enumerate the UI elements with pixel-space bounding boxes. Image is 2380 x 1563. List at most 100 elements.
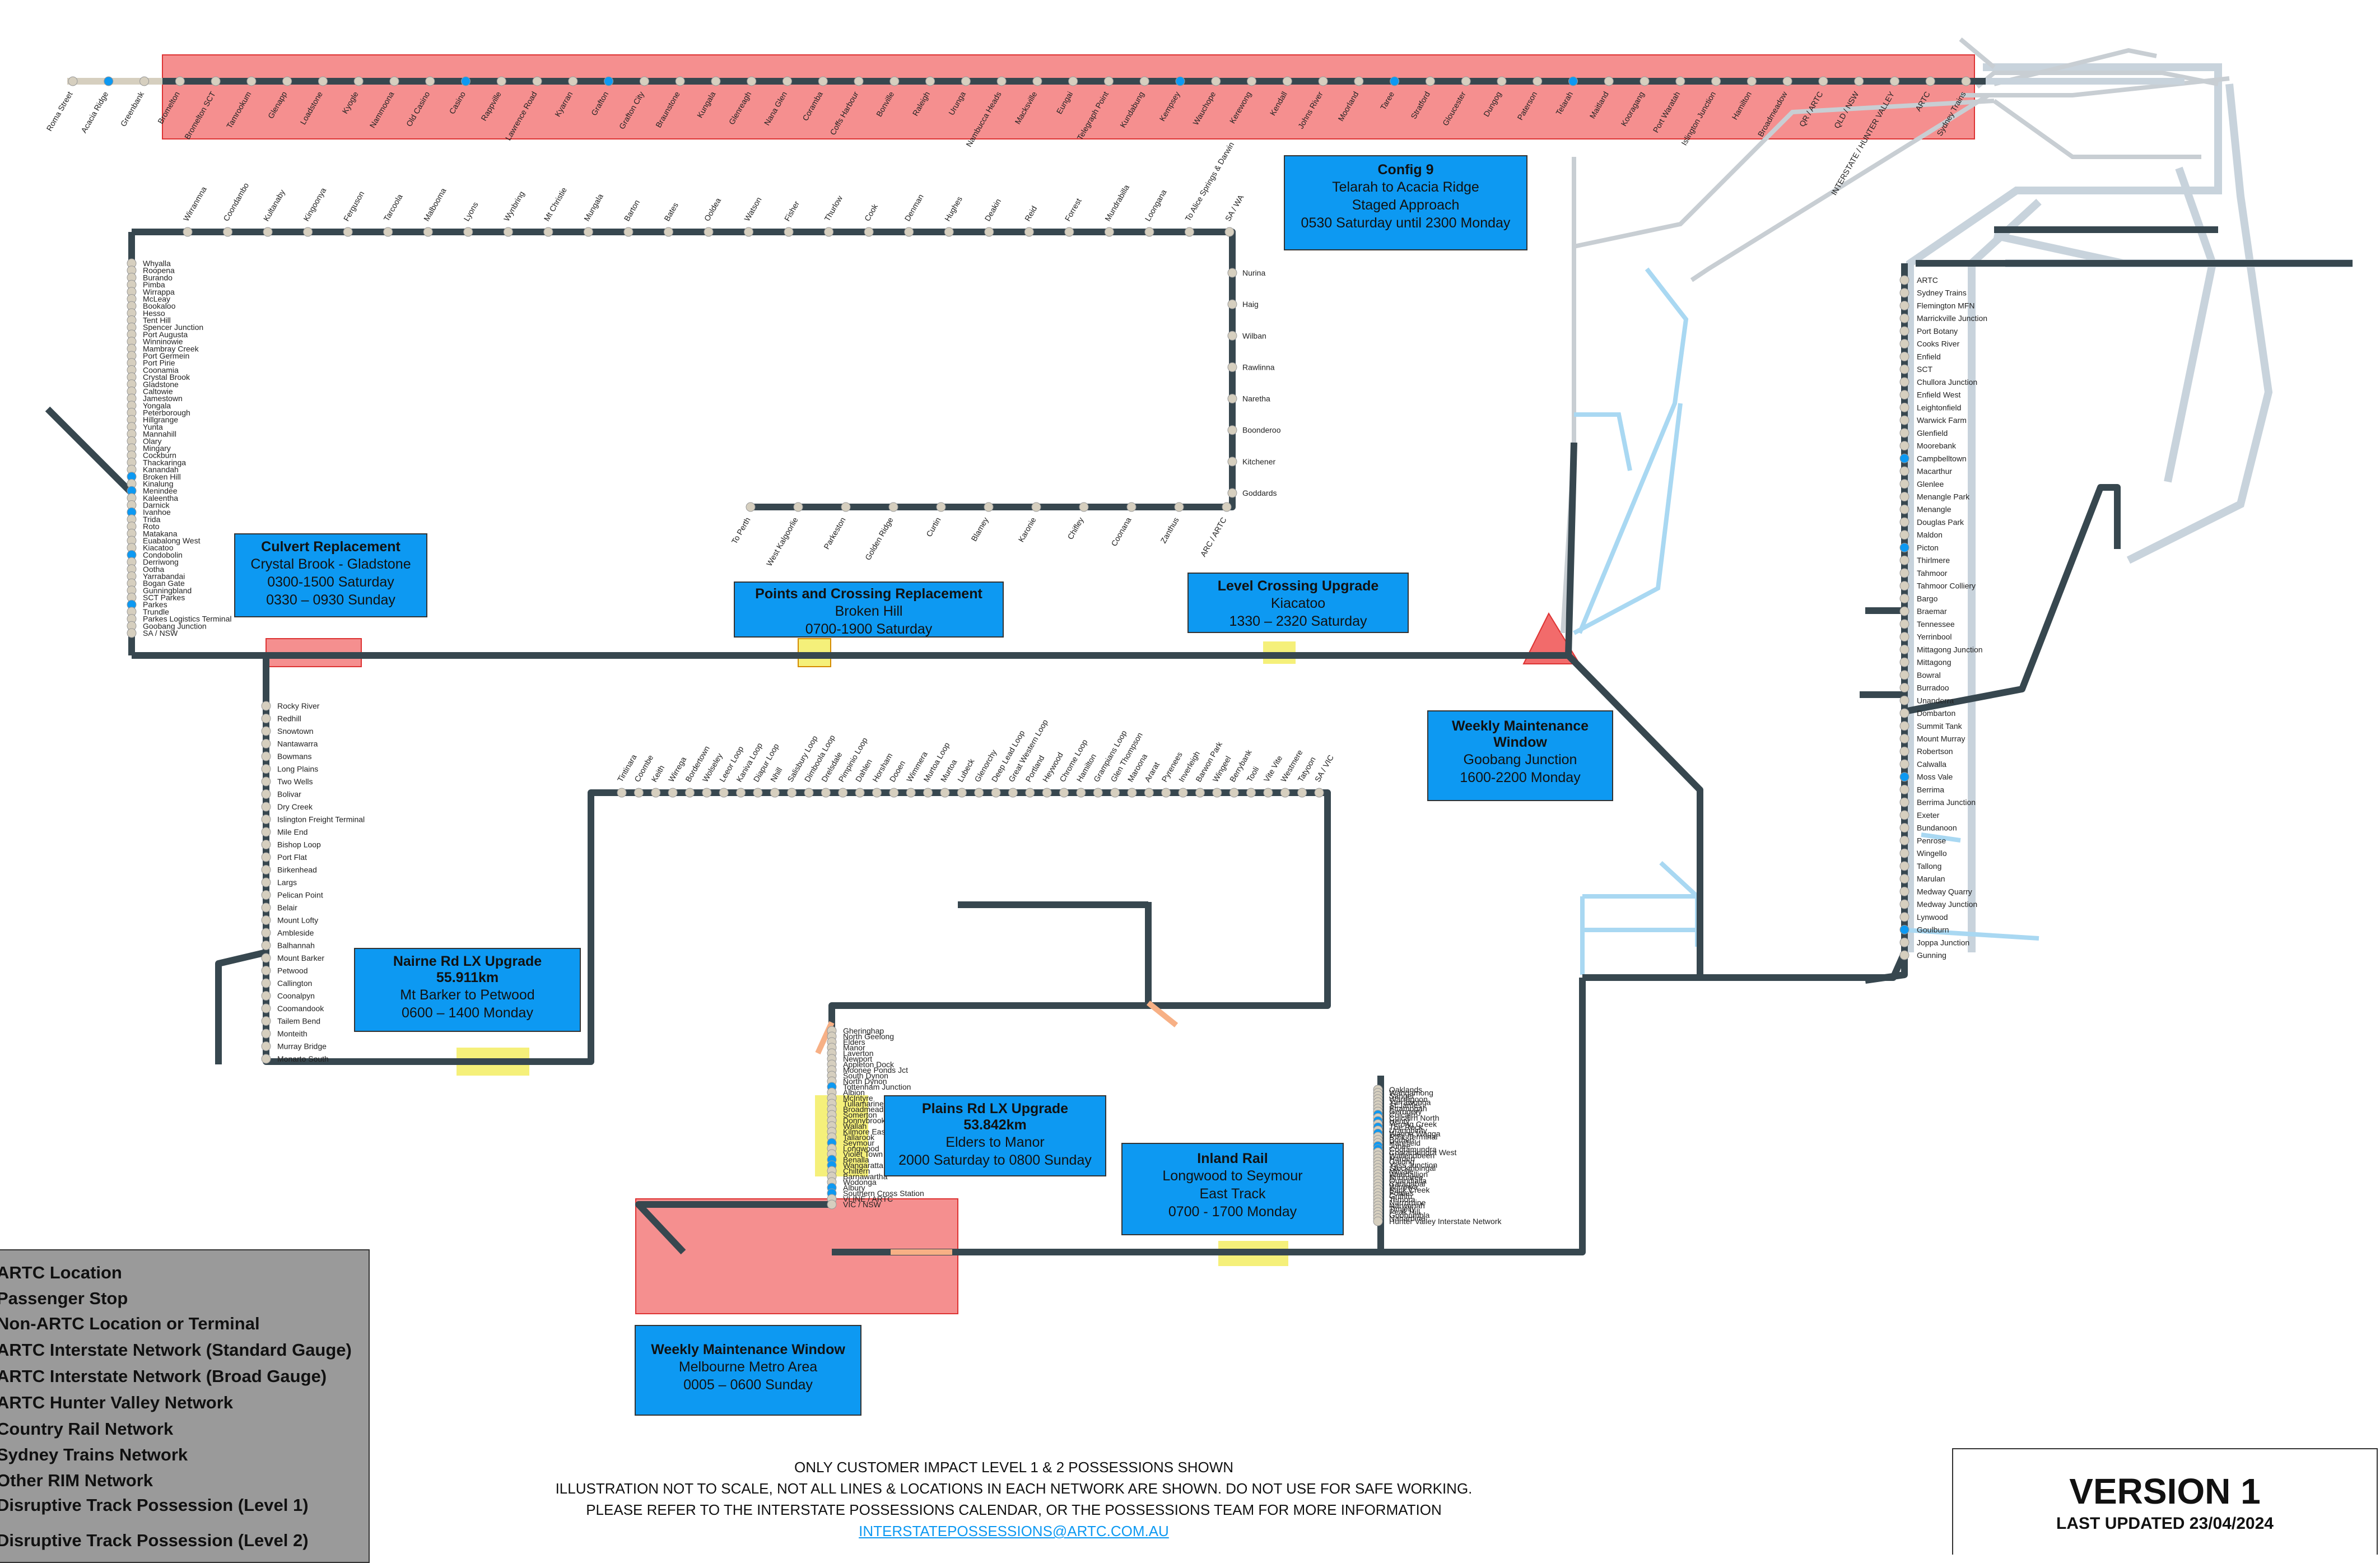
legend-item: Passenger Stop [0, 1288, 128, 1308]
station-label: Kultanaby [262, 188, 287, 223]
station-marker [793, 502, 803, 512]
station-label: Mount Murray [1917, 734, 1965, 743]
legend-item: Non-ARTC Location or Terminal [0, 1314, 260, 1333]
station-label: Hillgrange [143, 415, 178, 424]
possession-line: 1600-2200 Monday [1460, 770, 1581, 785]
station-label: Hughes [943, 195, 964, 223]
station-label: North Dynon [843, 1077, 887, 1086]
possession-line: 0530 Saturday until 2300 Monday [1301, 215, 1511, 231]
station-label: Malbooma [422, 187, 448, 223]
station-marker [1144, 227, 1154, 237]
station-label: Balhannah [277, 941, 315, 950]
station-marker [663, 227, 673, 237]
station-label: Galong [1389, 1157, 1414, 1166]
station-marker [787, 788, 797, 798]
station-marker [1899, 364, 1909, 374]
station-label: Menindee [143, 486, 178, 495]
station-marker [1227, 331, 1237, 341]
station-marker [1064, 227, 1074, 237]
station-label: Dooen [888, 759, 907, 784]
version-block: VERSION 1 LAST UPDATED 23/04/2024 [1952, 1448, 2378, 1555]
station-label: Donnybrook [843, 1116, 886, 1125]
station-label: Chullora Junction [1917, 378, 1977, 387]
station-label: Yass Junction [1389, 1160, 1437, 1169]
station-marker [1899, 492, 1909, 502]
station-label: Long Plains [277, 765, 318, 774]
station-label: Kanandah [143, 465, 179, 474]
station-label: Marrickville Junction [1917, 314, 1987, 323]
station-marker [1899, 441, 1909, 451]
station-marker [1899, 415, 1909, 425]
station-marker [496, 76, 506, 86]
station-marker [1059, 788, 1069, 798]
possession-line: Goobang Junction [1463, 752, 1577, 767]
station-label: Fisher [783, 199, 801, 223]
station-label: Islington Freight Terminal [277, 815, 365, 824]
station-marker [1746, 76, 1757, 86]
station-label: Trundle [143, 607, 169, 616]
station-marker [261, 890, 271, 900]
legend-item: Sydney Trains Network [0, 1445, 188, 1464]
station-marker [719, 788, 729, 798]
station-marker [1042, 788, 1052, 798]
station-label: Redhill [277, 714, 301, 723]
station-label: Wallan [843, 1122, 867, 1131]
station-label: South Dynon [843, 1071, 888, 1080]
station-marker [1314, 788, 1324, 798]
station-label: Rawlinna [1242, 362, 1275, 371]
station-label: Forrest [1063, 197, 1083, 222]
station-label: Blamey [969, 516, 990, 543]
legend-item: ARTC Interstate Network (Standard Gauge) [0, 1340, 352, 1360]
station-label: Yarrabandai [143, 571, 185, 580]
station-label: Wilban [1242, 331, 1266, 340]
station-marker [940, 788, 950, 798]
station-label: Ambleside [277, 928, 314, 937]
station-marker [261, 840, 271, 849]
station-marker [961, 76, 971, 86]
station-label: Largs [277, 878, 297, 887]
email-link[interactable]: INTERSTATEPOSSESSIONS@ARTC.COM.AU [859, 1523, 1169, 1539]
station-label: Wirrappa [143, 287, 175, 296]
station-label: Gunningbland [143, 586, 192, 595]
station-marker [1899, 772, 1909, 782]
station-marker [1195, 788, 1205, 798]
station-marker [1899, 797, 1909, 807]
station-label: Whyalla [143, 259, 171, 268]
note-line: ONLY CUSTOMER IMPACT LEVEL 1 & 2 POSSESS… [794, 1459, 1234, 1476]
country-rail-lines [1573, 267, 2039, 975]
station-label: Oaklands [1389, 1085, 1422, 1094]
station-marker [1425, 76, 1435, 86]
station-label: Goobang Junction [143, 621, 207, 630]
station-label: Tooli [1245, 765, 1260, 784]
station-marker [1899, 784, 1909, 794]
station-label: Naretha [1242, 394, 1270, 403]
station-label: Medway Quarry [1917, 887, 1972, 896]
station-marker [1899, 912, 1909, 922]
station-label: Temora [1389, 1195, 1415, 1204]
station-marker [1899, 886, 1909, 896]
station-label: Henty [1389, 1117, 1410, 1125]
possession-box-nairne-rd: Nairne Rd LX Upgrade 55.911km Mt Barker … [354, 948, 581, 1032]
station-marker [1899, 759, 1909, 769]
legend-item: ARTC Location [0, 1263, 122, 1282]
station-label: Mount Lofty [277, 916, 318, 925]
station-marker [1899, 619, 1909, 629]
station-marker [1297, 788, 1307, 798]
station-marker [984, 502, 994, 512]
station-marker [104, 76, 114, 86]
station-marker [1390, 76, 1400, 86]
station-label: Chifley [1065, 516, 1085, 541]
station-label: Violet Town [843, 1150, 883, 1159]
station-marker [906, 788, 916, 798]
station-label: Port Augusta [143, 330, 188, 339]
station-label: To Perth [730, 516, 752, 546]
station-label: McIntyre [843, 1094, 873, 1103]
station-label: Roma Street [44, 90, 74, 132]
station-label: Hunter Valley Interstate Network [1389, 1217, 1502, 1226]
station-marker [634, 788, 644, 798]
station-marker [1175, 76, 1185, 86]
station-marker [1899, 721, 1909, 731]
station-marker [1899, 925, 1909, 935]
station-label: Yongala [143, 401, 171, 410]
station-label: Port Pirie [143, 359, 175, 368]
